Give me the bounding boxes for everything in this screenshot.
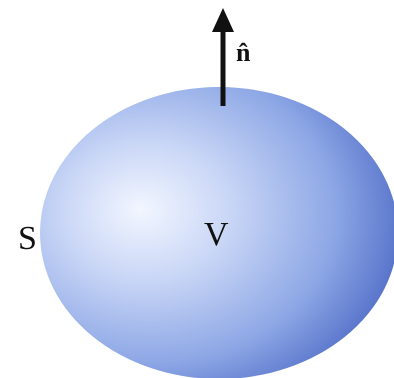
normal-vector-arrow xyxy=(212,8,234,106)
surface-label: S xyxy=(18,220,37,257)
volume-label: V xyxy=(204,216,229,253)
up-arrow-icon xyxy=(212,8,234,32)
normal-unit-vector-label: n̂ xyxy=(236,38,251,67)
volume-ellipsoid xyxy=(40,87,394,378)
